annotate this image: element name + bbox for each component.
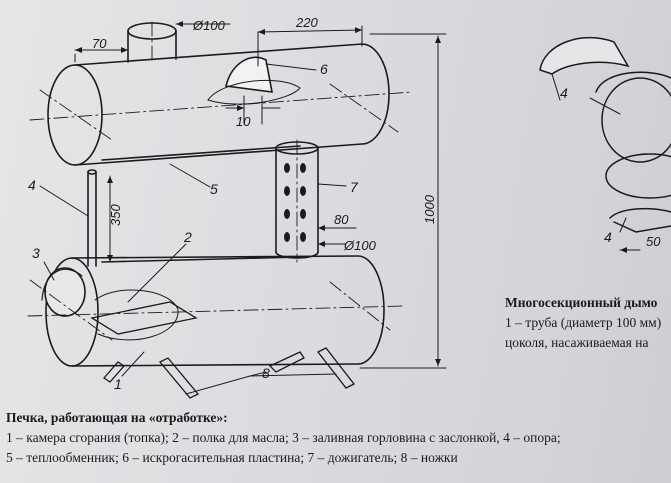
oil-shelf xyxy=(90,289,198,341)
dim-50: 50 xyxy=(646,234,661,249)
dim-220: 220 xyxy=(295,15,318,30)
dim-top-pipe-diameter: Ø100 xyxy=(192,18,226,33)
dim-bottom-diameter: Ø100 xyxy=(343,238,377,253)
callout-2: 2 xyxy=(183,229,192,245)
callout-6: 6 xyxy=(320,61,328,77)
right-callout-4-bottom: 4 xyxy=(604,229,612,245)
afterburner xyxy=(275,141,319,259)
callout-8: 8 xyxy=(262,365,270,381)
dimension-lines xyxy=(74,21,447,369)
figure-caption: Печка, работающая на «отработке»: 1 – ка… xyxy=(6,408,561,468)
right-caption-title: Многосекционный дымо xyxy=(505,295,658,310)
dim-70: 70 xyxy=(92,36,107,51)
callout-5: 5 xyxy=(210,181,218,197)
support-post xyxy=(87,169,97,267)
right-figure-caption: Многосекционный дымо 1 – труба (диаметр … xyxy=(505,293,661,353)
callout-1: 1 xyxy=(114,376,122,392)
callout-7: 7 xyxy=(350,179,359,195)
leader-lines xyxy=(39,63,347,395)
top-cylinder xyxy=(47,43,390,166)
dim-1000: 1000 xyxy=(422,194,437,224)
callout-4: 4 xyxy=(28,177,36,193)
dim-10: 10 xyxy=(236,114,251,129)
chimney-fragment xyxy=(539,36,671,253)
right-caption-line-2: цоколя, насаживаемая на xyxy=(505,335,649,350)
bottom-cylinder xyxy=(41,255,385,367)
center-lines xyxy=(27,21,413,341)
callout-3: 3 xyxy=(32,245,40,261)
caption-line-2: 5 – теплообменник; 6 – искрогасительная … xyxy=(6,450,458,465)
dim-80: 80 xyxy=(334,212,349,227)
right-caption-line-1: 1 – труба (диаметр 100 мм) xyxy=(505,315,662,330)
heat-exchanger-pipe xyxy=(101,145,301,263)
right-callout-4-top: 4 xyxy=(560,85,568,101)
caption-line-1: 1 – камера сгорания (топка); 2 – полка д… xyxy=(6,430,561,445)
dim-350: 350 xyxy=(108,204,123,226)
spark-plate xyxy=(207,56,301,105)
caption-title: Печка, работающая на «отработке»: xyxy=(6,410,228,425)
legs xyxy=(103,347,355,399)
